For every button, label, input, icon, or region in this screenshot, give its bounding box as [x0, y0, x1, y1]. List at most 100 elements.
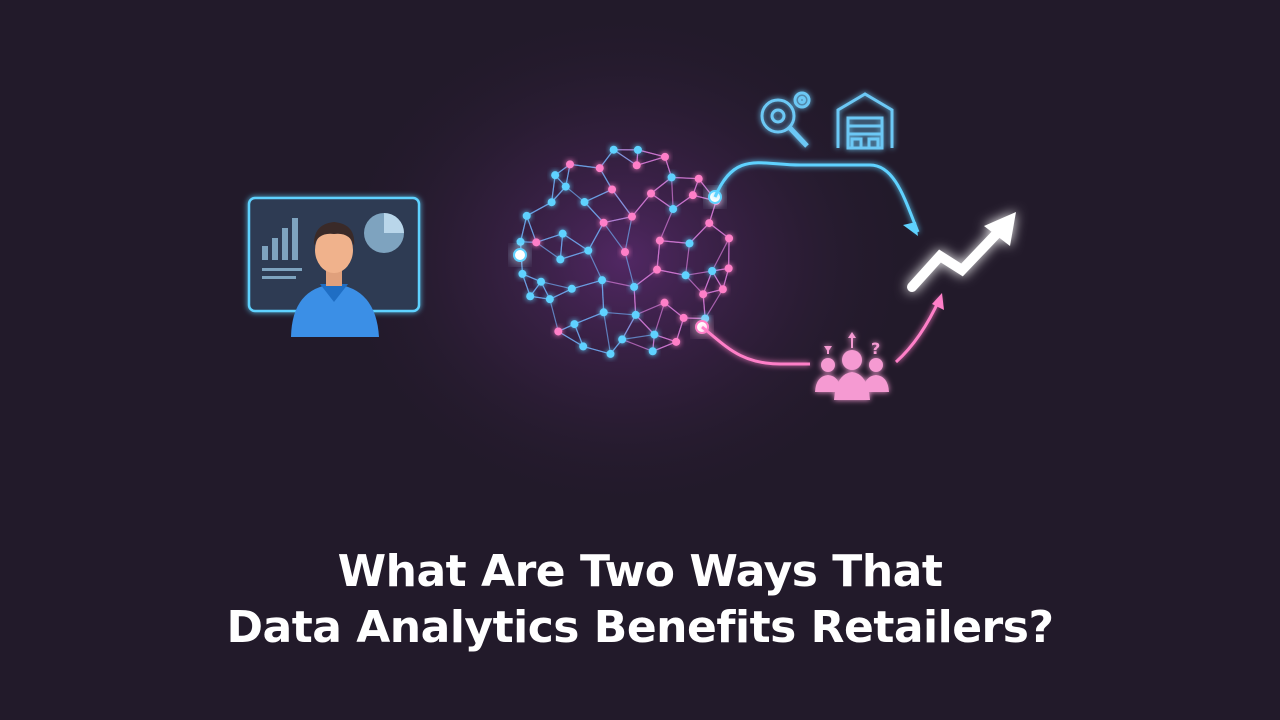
network-node: [725, 234, 734, 243]
network-link: [653, 302, 666, 335]
network-node: [724, 264, 733, 273]
network-link: [664, 302, 685, 319]
network-node: [537, 277, 546, 286]
network-link: [526, 201, 552, 217]
network-node: [694, 174, 703, 183]
gear-search-icon: [760, 91, 811, 148]
operations-flow-arrowhead: [903, 222, 918, 236]
network-link: [624, 216, 633, 253]
network-node: [526, 292, 535, 301]
network-link: [633, 269, 658, 288]
network-link: [603, 216, 633, 224]
network-node: [627, 212, 636, 221]
network-node: [646, 189, 655, 198]
network-node: [681, 271, 690, 280]
network-link: [583, 345, 611, 355]
network-node: [630, 282, 639, 291]
network-link: [559, 233, 564, 260]
network-link: [685, 270, 713, 276]
network-link: [633, 286, 637, 315]
network-link: [689, 222, 710, 244]
network-node: [648, 347, 657, 356]
network-link: [599, 167, 613, 190]
network-link: [659, 240, 690, 245]
connector-node: [513, 248, 527, 262]
network-link: [587, 250, 603, 281]
network-node: [579, 342, 588, 351]
headline-line-2: Data Analytics Benefits Retailers?: [226, 602, 1054, 653]
network-node: [595, 164, 604, 173]
network-node: [551, 171, 560, 180]
network-node: [718, 285, 727, 294]
network-node: [606, 349, 615, 358]
headline-line-1: What Are Two Ways That: [337, 546, 943, 597]
network-node: [653, 265, 662, 274]
network-node: [567, 284, 576, 293]
network-node: [547, 198, 556, 207]
network-link: [675, 317, 685, 343]
headline: What Are Two Ways That Data Analytics Be…: [0, 544, 1280, 656]
network-link: [711, 238, 730, 272]
network-link: [540, 281, 572, 290]
network-link: [557, 330, 584, 347]
network-node: [672, 337, 681, 346]
network-link: [535, 241, 561, 260]
network-node: [688, 191, 697, 200]
network-link: [526, 215, 537, 243]
network-link: [621, 314, 637, 340]
network-node: [685, 239, 694, 248]
network-link: [685, 243, 691, 276]
network-node: [633, 145, 642, 154]
customer-group-icon: ?: [815, 332, 889, 400]
network-link: [603, 311, 636, 316]
network-node: [608, 185, 617, 194]
network-node: [522, 211, 531, 220]
network-link: [631, 193, 652, 218]
network-link: [621, 338, 653, 352]
network-link: [551, 175, 556, 203]
network-node: [618, 335, 627, 344]
network-link: [635, 314, 655, 336]
network-link: [656, 240, 661, 270]
network-node: [669, 205, 678, 214]
network-link: [611, 189, 633, 217]
network-link: [536, 233, 563, 243]
network-node: [632, 161, 641, 170]
network-node: [621, 248, 629, 256]
analyst-avatar: [291, 222, 379, 337]
network-node: [556, 255, 565, 264]
network-node: [660, 298, 669, 307]
neural-network-sphere-icon: [513, 145, 734, 358]
network-link: [584, 201, 605, 224]
network-node: [609, 145, 618, 154]
svg-text:?: ?: [871, 339, 880, 358]
network-node: [565, 160, 574, 169]
network-link: [519, 215, 528, 242]
network-link: [574, 311, 604, 325]
network-link: [624, 251, 635, 288]
network-link: [549, 288, 573, 300]
network-node: [679, 313, 688, 322]
operations-flow-line: [713, 161, 920, 233]
network-node: [518, 269, 527, 278]
network-node: [561, 182, 570, 191]
network-link: [603, 312, 612, 355]
network-node: [516, 237, 525, 246]
network-link: [601, 280, 605, 313]
network-link: [565, 186, 585, 203]
network-link: [702, 294, 706, 319]
background-halo: [325, 0, 925, 520]
network-node: [660, 152, 669, 161]
network-link: [670, 177, 674, 210]
network-link: [622, 333, 655, 341]
network-node: [708, 267, 717, 276]
warehouse-icon: [836, 92, 894, 150]
network-node: [650, 330, 659, 339]
network-link: [569, 163, 600, 169]
customer-flow-arrowhead: [932, 293, 944, 310]
network-node: [554, 327, 563, 336]
network-node: [631, 310, 640, 319]
customer-flow-line: [701, 325, 810, 366]
network-link: [650, 176, 672, 194]
